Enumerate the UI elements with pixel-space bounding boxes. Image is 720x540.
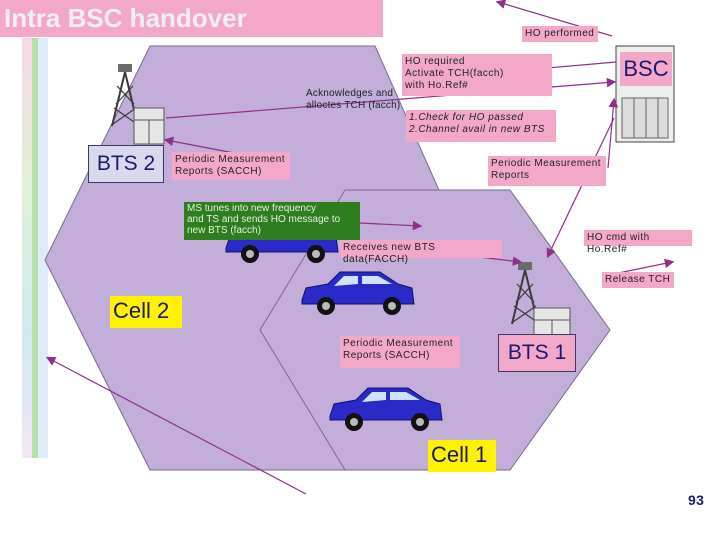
cell-1-hexagon bbox=[259, 189, 611, 471]
bsc-label: BSC bbox=[620, 52, 672, 86]
cell-2-label: Cell 2 bbox=[110, 296, 182, 328]
pmr-label: Periodic Measurement Reports bbox=[488, 156, 606, 186]
bts-1-label: BTS 1 bbox=[498, 334, 576, 372]
cabinet-icon bbox=[133, 107, 165, 145]
release-tch-label: Release TCH bbox=[602, 272, 674, 288]
car-icon bbox=[329, 387, 443, 431]
ms-tunes-label: MS tunes into new frequency and TS and s… bbox=[184, 202, 360, 240]
ho-performed-label: HO performed bbox=[522, 26, 598, 42]
pmr-sacch-label-2: Periodic Measurement Reports (SACCH) bbox=[340, 336, 460, 368]
car-icon bbox=[301, 271, 415, 315]
decorative-stripe bbox=[22, 38, 48, 458]
receives-label: Receives new BTS data(FACCH) bbox=[340, 240, 502, 265]
ho-cmd-label: HO cmd with Ho.Ref# bbox=[584, 230, 692, 255]
tower-icon bbox=[111, 64, 139, 127]
ho-required-label: HO required Activate TCH(facch) with Ho.… bbox=[402, 54, 552, 96]
page-title: Intra BSC handover bbox=[0, 0, 383, 37]
acknowledges-label: Acknowledges and alloctes TCH (facch) bbox=[306, 88, 401, 111]
check-label: 1.Check for HO passed 2.Channel avail in… bbox=[406, 110, 556, 142]
cell-1-label: Cell 1 bbox=[428, 440, 496, 472]
arrow-ho-cmd bbox=[546, 117, 615, 259]
pmr-sacch-label-1: Periodic Measurement Reports (SACCH) bbox=[172, 152, 290, 180]
arrow-pmr-bsc bbox=[607, 97, 619, 169]
arrow-to-cell2 bbox=[45, 356, 307, 495]
bts-2-label: BTS 2 bbox=[88, 145, 164, 183]
page-number: 93 bbox=[688, 492, 705, 508]
